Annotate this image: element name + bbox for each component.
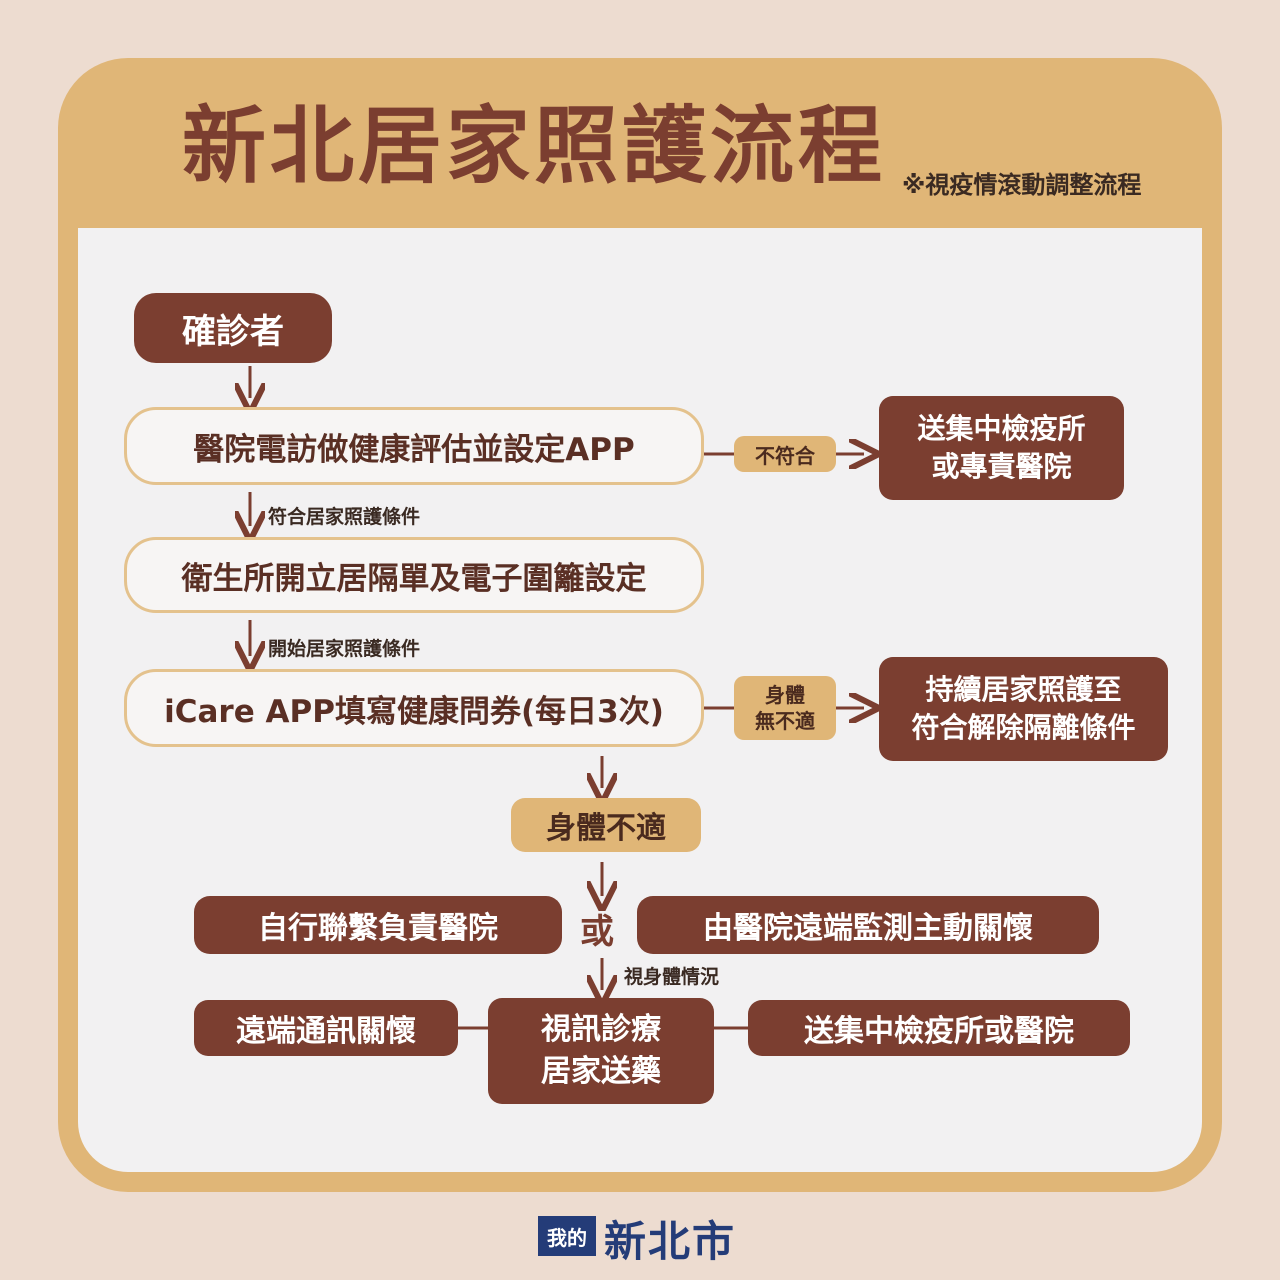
final-video-consult: 視訊診療 居家送藥 (488, 998, 714, 1104)
final-video-line2: 居家送藥 (541, 1054, 661, 1089)
label-depend-on-condition: 視身體情況 (624, 966, 720, 988)
option-remote-monitoring: 由醫院遠端監測主動關懷 (637, 896, 1099, 954)
label-no-discomfort-line2: 無不適 (755, 709, 815, 733)
step3-icare-questionnaire: iCare APP填寫健康問券(每日3次) (124, 669, 704, 747)
brand-badge: 我的 (538, 1216, 596, 1256)
step1-hospital-call: 醫院電訪做健康評估並設定APP (124, 407, 704, 485)
label-start-home-care: 開始居家照護條件 (268, 638, 421, 660)
brand-name: 新北市 (604, 1217, 737, 1266)
label-not-eligible: 不符合 (734, 436, 836, 472)
label-no-discomfort-line1: 身體 (765, 683, 805, 707)
final-remote-care: 遠端通訊關懷 (194, 1000, 458, 1056)
label-eligible-home-care: 符合居家照護條件 (268, 506, 421, 528)
adjust-note: ※視疫情滾動調整流程 (902, 171, 1142, 199)
final-video-line1: 視訊診療 (541, 1012, 661, 1047)
result-continue-line1: 持續居家照護至 (925, 673, 1122, 706)
or-connector: 或 (580, 912, 614, 952)
label-no-discomfort: 身體 無不適 (734, 676, 836, 740)
result-quarantine-line2: 或專責醫院 (931, 450, 1072, 483)
result-quarantine-line1: 送集中檢疫所 (917, 412, 1086, 445)
result-continue-home-care: 持續居家照護至 符合解除隔離條件 (879, 657, 1168, 761)
page-title: 新北居家照護流程 (182, 97, 887, 195)
node-unwell: 身體不適 (511, 798, 701, 852)
result-quarantine-or-hospital: 送集中檢疫所 或專責醫院 (879, 396, 1124, 500)
start-node-confirmed-case: 確診者 (134, 293, 332, 363)
step2-health-center-order: 衛生所開立居隔單及電子圍籬設定 (124, 537, 704, 613)
result-continue-line2: 符合解除隔離條件 (911, 711, 1136, 744)
final-send-to-quarantine: 送集中檢疫所或醫院 (748, 1000, 1130, 1056)
option-contact-hospital: 自行聯繫負責醫院 (194, 896, 562, 954)
